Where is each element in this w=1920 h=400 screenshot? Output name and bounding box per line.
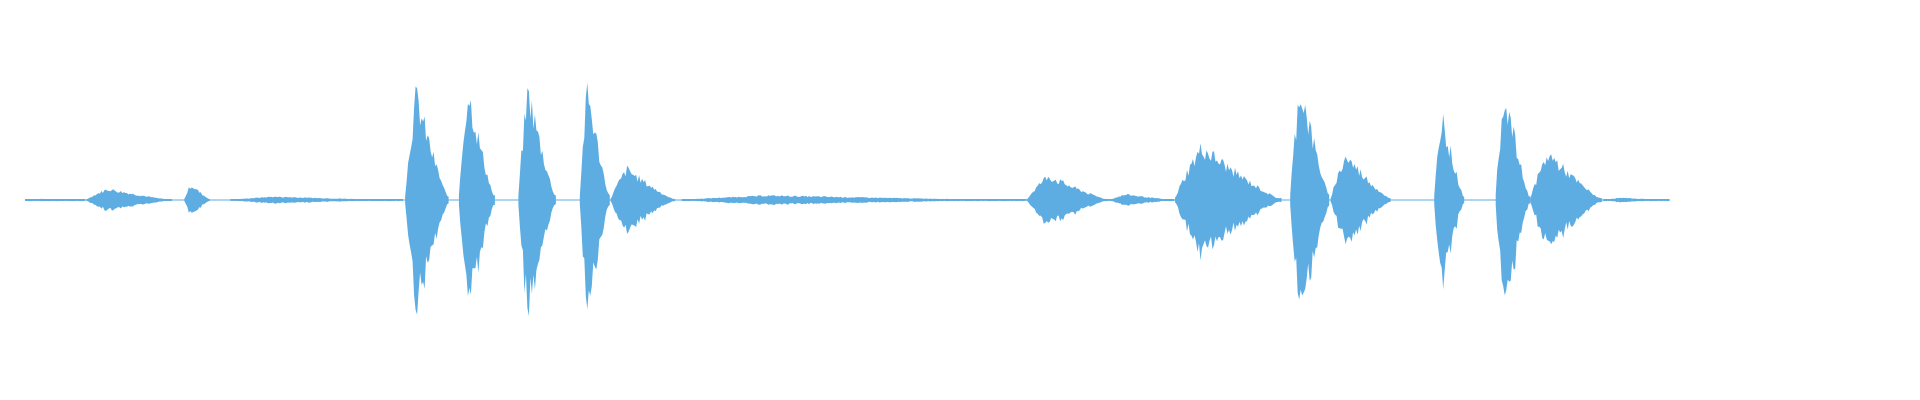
waveform-segment: [1109, 193, 1175, 206]
waveform-segment: [1290, 104, 1330, 300]
waveform-segment: [184, 187, 210, 213]
waveform-segment: [610, 165, 676, 234]
waveform-segment: [1530, 154, 1603, 245]
waveform-segment: [518, 88, 556, 316]
waveform-segment: [25, 198, 85, 202]
waveform-segment: [405, 86, 449, 315]
waveform-segment: [1603, 197, 1670, 203]
waveform-segment: [1027, 176, 1110, 224]
waveform-segment: [1330, 156, 1391, 245]
waveform-segment: [681, 195, 1027, 206]
waveform-bars: [25, 82, 1670, 316]
waveform-segment: [1434, 113, 1465, 290]
waveform-segment: [1175, 143, 1282, 261]
waveform-segment: [458, 100, 495, 297]
waveform-segment: [579, 82, 610, 310]
waveform-segment: [230, 196, 403, 204]
waveform-segment: [86, 189, 172, 211]
waveform-segment: [1495, 107, 1531, 296]
